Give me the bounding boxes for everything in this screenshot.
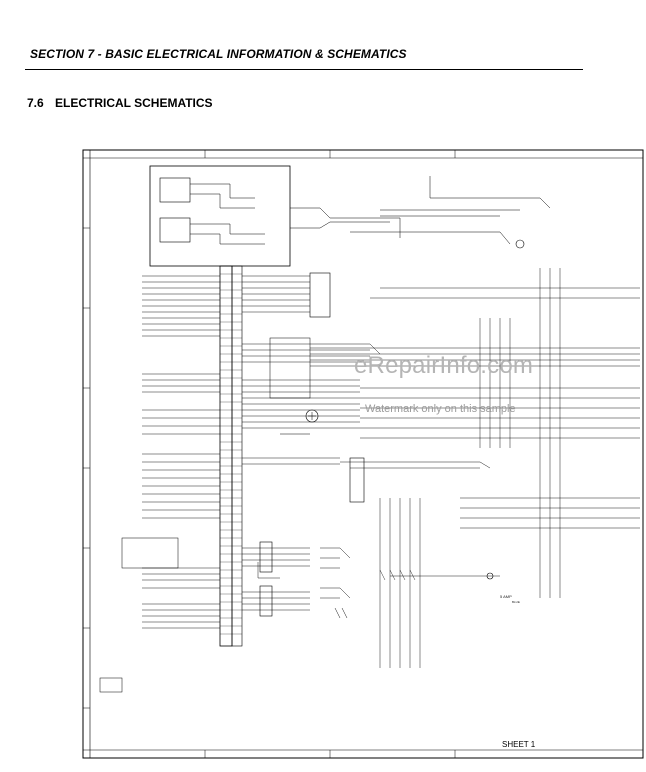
zone-column-markers [204,150,456,758]
svg-text:5 AMP: 5 AMP [500,594,512,599]
watermark-note: Watermark only on this sample [365,403,516,415]
schematic-drawing: 5 AMP BLUE [82,149,644,759]
svg-text:BLUE: BLUE [512,600,520,604]
connector-pins [220,273,242,635]
subsection-number: 7.6 [27,96,44,110]
tilt-switch-box [269,337,311,399]
generator-symbol [305,409,319,423]
schematic-frame [82,149,644,759]
subsection-heading: 7.6 ELECTRICAL SCHEMATICS [27,96,213,110]
watermark: eRepairInfo.com [354,352,534,379]
bus-lines [310,268,640,668]
page-header: SECTION 7 - BASIC ELECTRICAL INFORMATION… [25,43,583,70]
electrical-schematic: 5 AMP BLUE [80,148,646,760]
left-input-wires [142,275,220,629]
bottom-left-connector [99,677,123,693]
strobe-light-symbol [515,239,525,249]
subsection-title: ELECTRICAL SCHEMATICS [55,96,213,110]
platform-ems-connector [219,265,233,647]
section-title: SECTION 7 - BASIC ELECTRICAL INFORMATION… [30,47,407,61]
platform-switch-box [149,165,291,267]
zone-row-markers [83,227,90,709]
sheet-label: SHEET 1 [502,740,536,749]
glow-plug-relay-box [121,537,179,569]
aux-connector [309,272,331,318]
right-output-wires [242,275,381,611]
